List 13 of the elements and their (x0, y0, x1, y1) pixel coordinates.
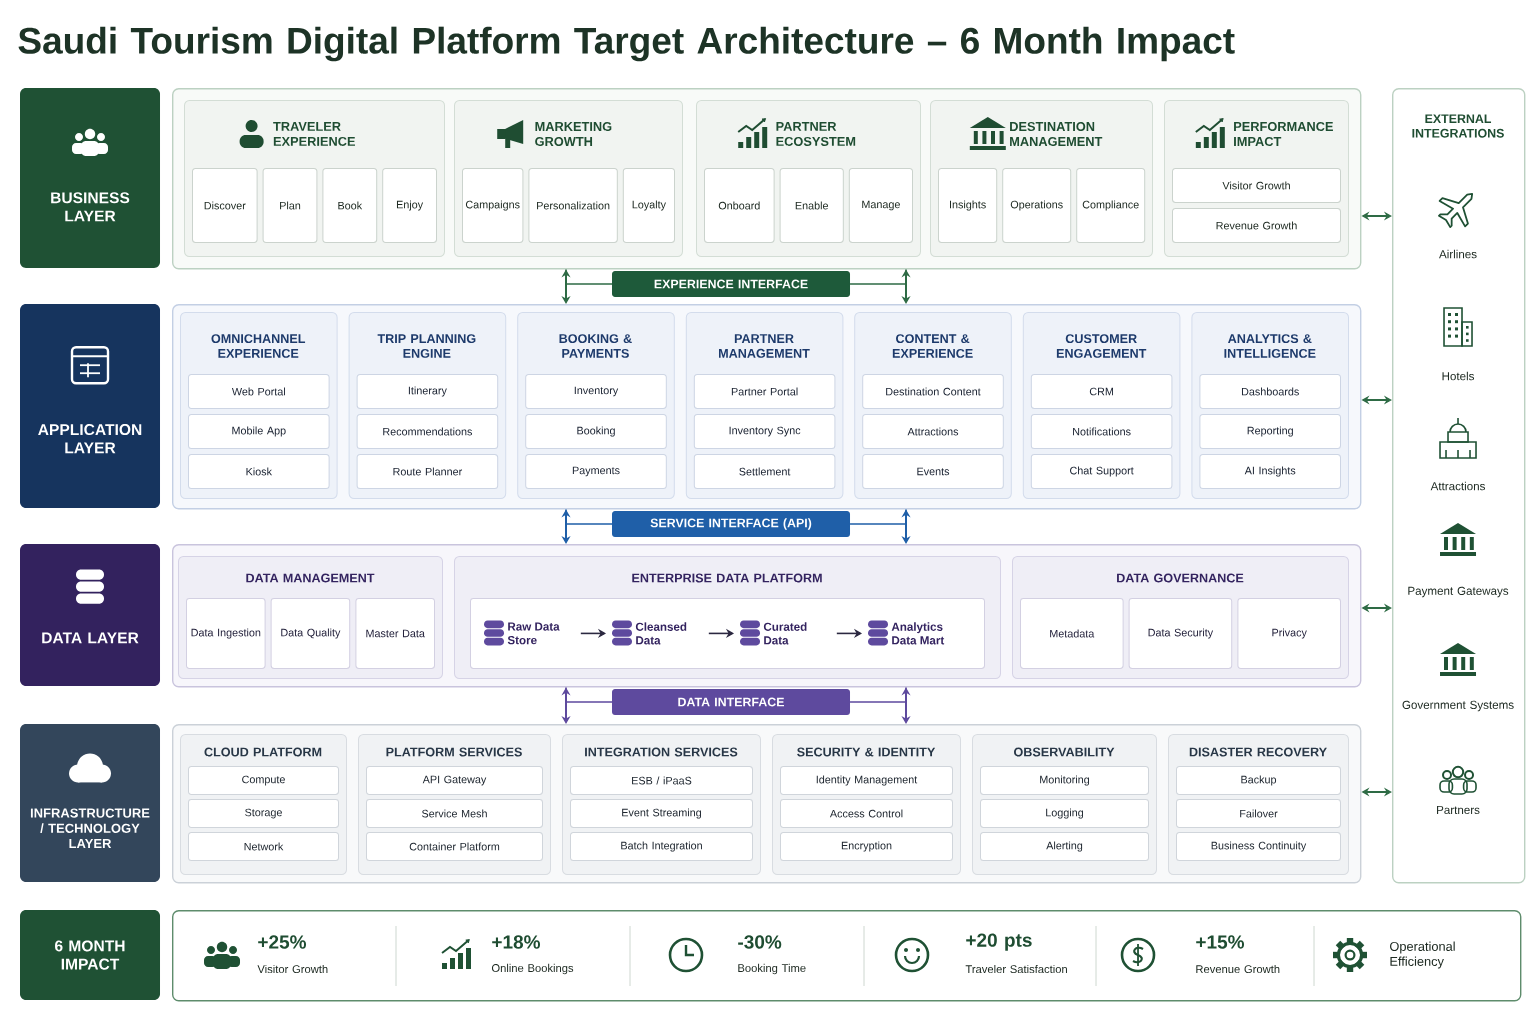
connector-line (565, 268, 613, 285)
metric-value: +18% (492, 935, 541, 949)
connector-line (565, 508, 613, 525)
metric-value: -30% (738, 935, 782, 949)
metric-value: +25% (258, 935, 307, 949)
connector-line (565, 686, 613, 703)
connector-line (849, 686, 907, 703)
title: Saudi Tourism Digital Platform Target Architecture – 6 Month Impact (18, 26, 1235, 62)
connector-line (849, 508, 907, 525)
metric-value: +20 pts (966, 933, 1032, 951)
metric-value: +15% (1196, 935, 1245, 949)
connector-line (849, 268, 907, 285)
pipeline-strip (470, 598, 985, 669)
